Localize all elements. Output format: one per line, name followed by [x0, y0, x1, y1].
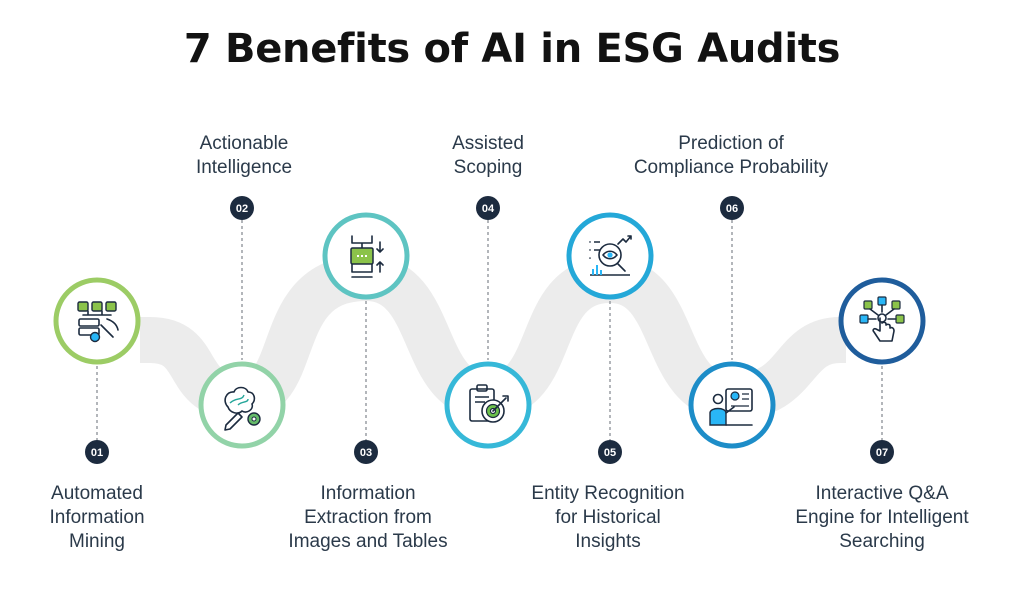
step-number: 06 [726, 203, 738, 215]
step-label-line: Searching [839, 531, 925, 552]
step-number: 01 [91, 447, 103, 459]
analytics-magnifier-icon [589, 235, 632, 276]
step-label-line: Prediction of [678, 133, 784, 154]
step-number-badge [230, 196, 254, 220]
step-05: 05 [566, 212, 654, 464]
step-number: 03 [360, 447, 372, 459]
step-label-line: Information [49, 507, 145, 528]
step-label-line: Actionable [199, 133, 289, 154]
step-number-badge [476, 196, 500, 220]
step-04: 04 [444, 196, 532, 449]
step-number: 02 [236, 203, 248, 215]
data-extraction-icon [350, 235, 384, 278]
step-label-line: Insights [575, 531, 641, 552]
step-number-badge [720, 196, 744, 220]
step-01: 01 [53, 277, 141, 464]
step-number: 07 [876, 447, 888, 459]
step-label: Prediction of Compliance Probability [621, 132, 841, 180]
step-circle [198, 361, 286, 449]
step-06: 06 [688, 196, 776, 449]
step-number-badge [354, 440, 378, 464]
step-number: 05 [604, 447, 616, 459]
step-label-line: Intelligence [195, 157, 293, 178]
page-title: 7 Benefits of AI in ESG Audits [183, 26, 841, 72]
brain-pencil-gear-icon [224, 386, 261, 431]
step-label-line: Assisted [452, 133, 524, 154]
step-03: 03 [322, 212, 410, 464]
step-07: 07 [838, 277, 926, 464]
server-mining-icon [77, 301, 119, 343]
step-label-line: Scoping [453, 157, 523, 178]
step-label-line: Extraction from [304, 507, 432, 528]
step-label-line: Information [320, 483, 416, 504]
touch-network-icon [859, 296, 905, 342]
step-label-line: Images and Tables [288, 531, 448, 552]
step-label-line: Compliance Probability [633, 157, 829, 178]
step-number-badge [85, 440, 109, 464]
step-label-line: Entity Recognition [531, 483, 685, 504]
step-label-line: Automated [51, 483, 143, 504]
step-label-line: for Historical [555, 507, 661, 528]
step-number: 04 [482, 203, 495, 215]
presenter-chart-icon [709, 388, 753, 426]
step-number-badge [870, 440, 894, 464]
step-label-line: Interactive Q&A [815, 483, 949, 504]
step-02: 02 [198, 196, 286, 449]
step-label-line: Engine for Intelligent [795, 507, 969, 528]
clipboard-target-icon [469, 384, 509, 423]
step-number-badge [598, 440, 622, 464]
step-circle [838, 277, 926, 365]
step-label-line: Mining [69, 531, 125, 552]
step-circle [688, 361, 776, 449]
step-circle [53, 277, 141, 365]
